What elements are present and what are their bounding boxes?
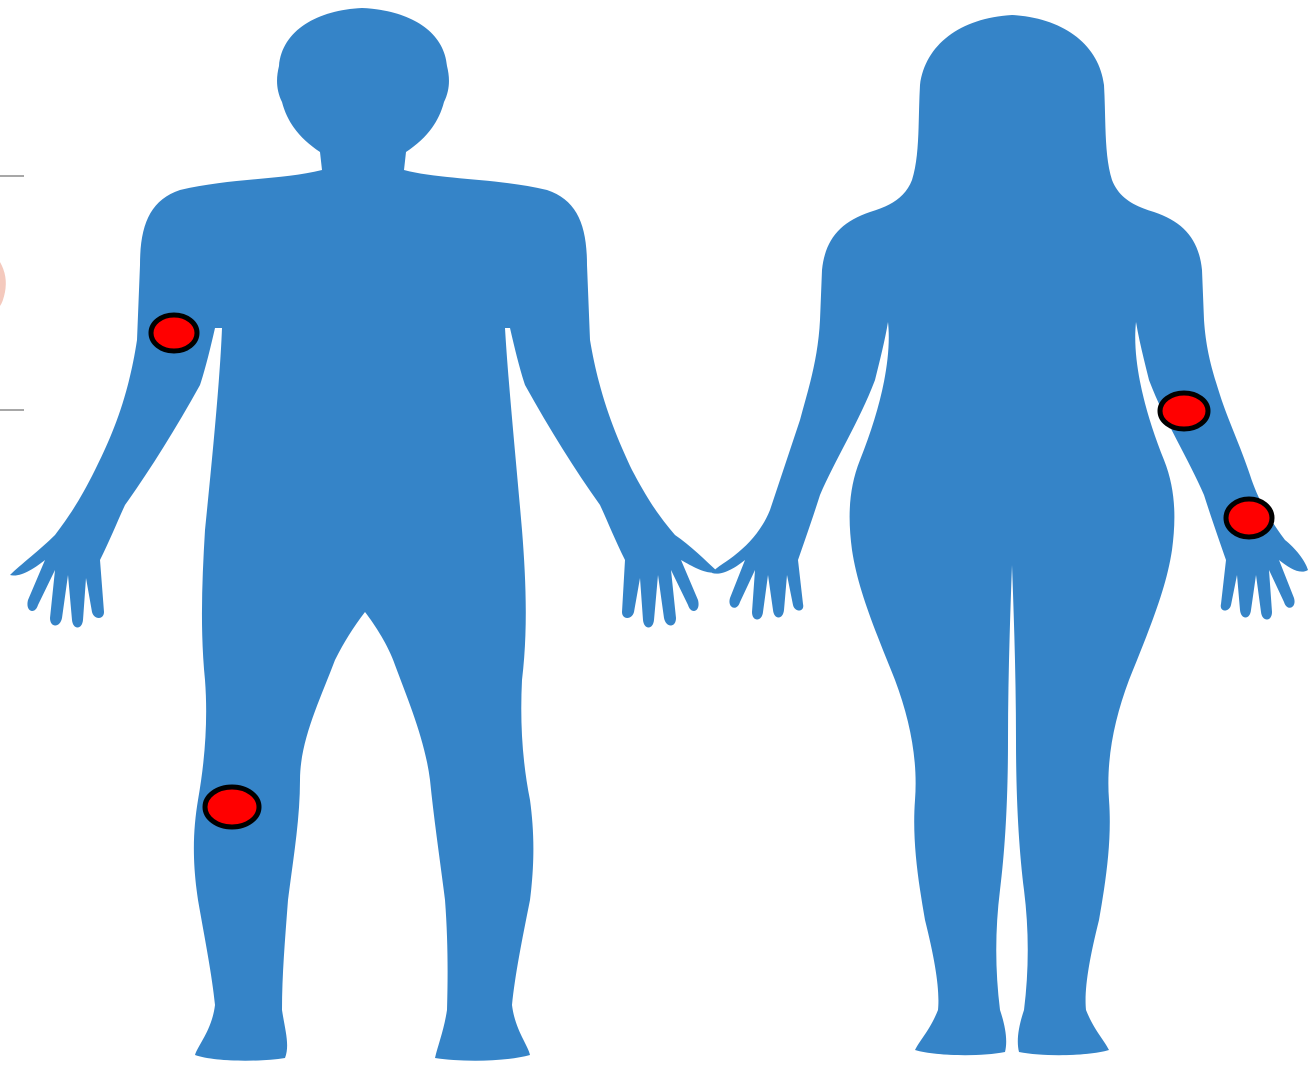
marker-female-left-wrist[interactable] bbox=[1226, 499, 1272, 537]
left-edge-accent bbox=[0, 262, 6, 306]
male-silhouette bbox=[10, 8, 718, 1061]
marker-male-right-knee[interactable] bbox=[205, 787, 259, 827]
marker-female-left-forearm[interactable] bbox=[1160, 393, 1208, 429]
female-figure bbox=[712, 15, 1308, 1055]
male-figure bbox=[10, 8, 718, 1061]
marker-male-right-upper-arm[interactable] bbox=[151, 315, 197, 351]
female-silhouette bbox=[712, 15, 1308, 1055]
